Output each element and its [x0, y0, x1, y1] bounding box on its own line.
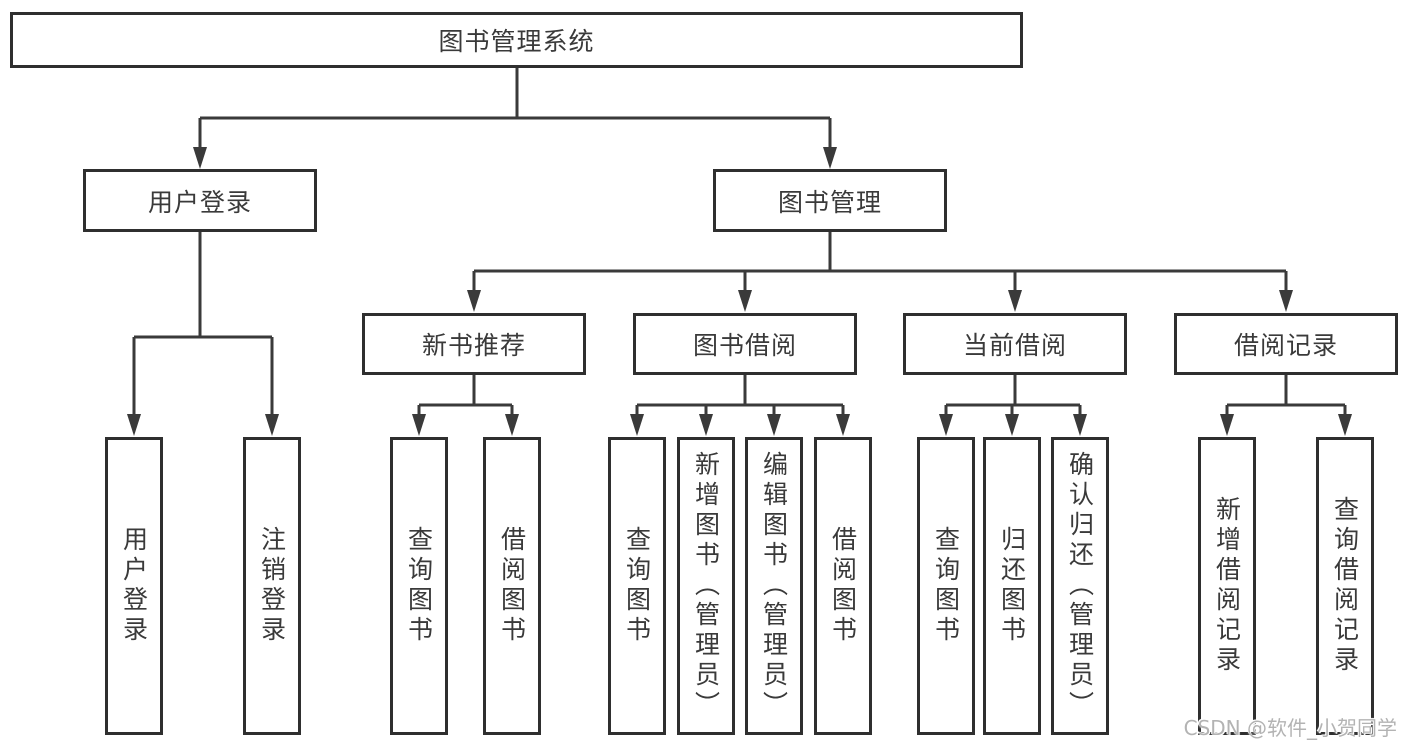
leaf-query-book-1: 查询图书: [390, 437, 448, 735]
node-book-borrow-label: 图书借阅: [692, 331, 797, 360]
leaf-query-borrow-record: 查询借阅记录: [1316, 437, 1374, 735]
connector-login-to-leaves: [132, 232, 274, 418]
connector-current-to-leaves: [944, 375, 1082, 418]
arrowhead: [1279, 290, 1293, 312]
leaf-label: 新增借阅记录: [1212, 496, 1242, 676]
node-current-borrow: 当前借阅: [903, 313, 1127, 375]
arrowhead: [1073, 414, 1087, 436]
leaf-label: 编辑图书（管理员）: [759, 451, 789, 721]
leaf-add-book-admin: 新增图书（管理员）: [677, 437, 735, 735]
arrowhead: [1005, 414, 1019, 436]
arrowhead: [699, 414, 713, 436]
arrowhead: [767, 414, 781, 436]
leaf-label: 新增图书（管理员）: [691, 451, 721, 721]
node-book-manage: 图书管理: [713, 169, 947, 232]
arrowhead: [939, 414, 953, 436]
leaf-add-borrow-record: 新增借阅记录: [1198, 437, 1256, 735]
leaf-query-book-2: 查询图书: [608, 437, 666, 735]
connector-borrow-to-leaves: [635, 375, 845, 418]
node-new-book-recommend: 新书推荐: [362, 313, 586, 375]
leaf-label: 归还图书: [997, 526, 1027, 646]
leaf-return-book: 归还图书: [983, 437, 1041, 735]
leaf-label: 用户登录: [119, 526, 149, 646]
arrowhead: [1008, 290, 1022, 312]
connector-manage-to-level3: [472, 232, 1288, 293]
arrowhead: [127, 414, 141, 436]
arrowhead: [630, 414, 644, 436]
leaf-label: 借阅图书: [828, 526, 858, 646]
node-current-borrow-label: 当前借阅: [962, 331, 1067, 360]
arrowhead: [505, 414, 519, 436]
node-root-label: 图书管理系统: [438, 27, 595, 56]
arrowhead: [265, 414, 279, 436]
node-user-login-label: 用户登录: [147, 187, 252, 217]
arrowhead: [738, 290, 752, 312]
arrowhead: [823, 147, 837, 169]
node-borrow-records-label: 借阅记录: [1233, 331, 1338, 360]
connector-records-to-leaves: [1225, 375, 1347, 418]
leaf-label: 借阅图书: [497, 526, 527, 646]
leaf-logout: 注销登录: [243, 437, 301, 735]
leaf-label: 查询借阅记录: [1330, 496, 1360, 676]
node-root-system: 图书管理系统: [10, 12, 1023, 68]
leaf-label: 查询图书: [404, 526, 434, 646]
leaf-confirm-return-admin: 确认归还（管理员）: [1051, 437, 1109, 735]
leaf-user-login: 用户登录: [105, 437, 163, 735]
arrowhead: [467, 290, 481, 312]
connector-newbook-to-leaves: [417, 375, 514, 418]
node-new-book-recommend-label: 新书推荐: [421, 331, 526, 360]
leaf-query-book-3: 查询图书: [917, 437, 975, 735]
leaf-label: 注销登录: [257, 526, 287, 646]
arrowhead: [836, 414, 850, 436]
arrowhead: [1220, 414, 1234, 436]
node-book-borrow: 图书借阅: [633, 313, 857, 375]
leaf-borrow-book-1: 借阅图书: [483, 437, 541, 735]
node-book-manage-label: 图书管理: [777, 187, 882, 217]
arrowhead: [193, 147, 207, 169]
arrowhead: [1338, 414, 1352, 436]
arrowhead: [412, 414, 426, 436]
leaf-edit-book-admin: 编辑图书（管理员）: [745, 437, 803, 735]
node-borrow-records: 借阅记录: [1174, 313, 1398, 375]
leaf-label: 查询图书: [622, 526, 652, 646]
leaf-label: 查询图书: [931, 526, 961, 646]
connector-root-to-level2: [198, 68, 832, 150]
leaf-label: 确认归还（管理员）: [1065, 451, 1095, 721]
node-user-login: 用户登录: [83, 169, 317, 232]
leaf-borrow-book-2: 借阅图书: [814, 437, 872, 735]
csdn-watermark: CSDN @软件_小贺同学: [1183, 716, 1397, 740]
